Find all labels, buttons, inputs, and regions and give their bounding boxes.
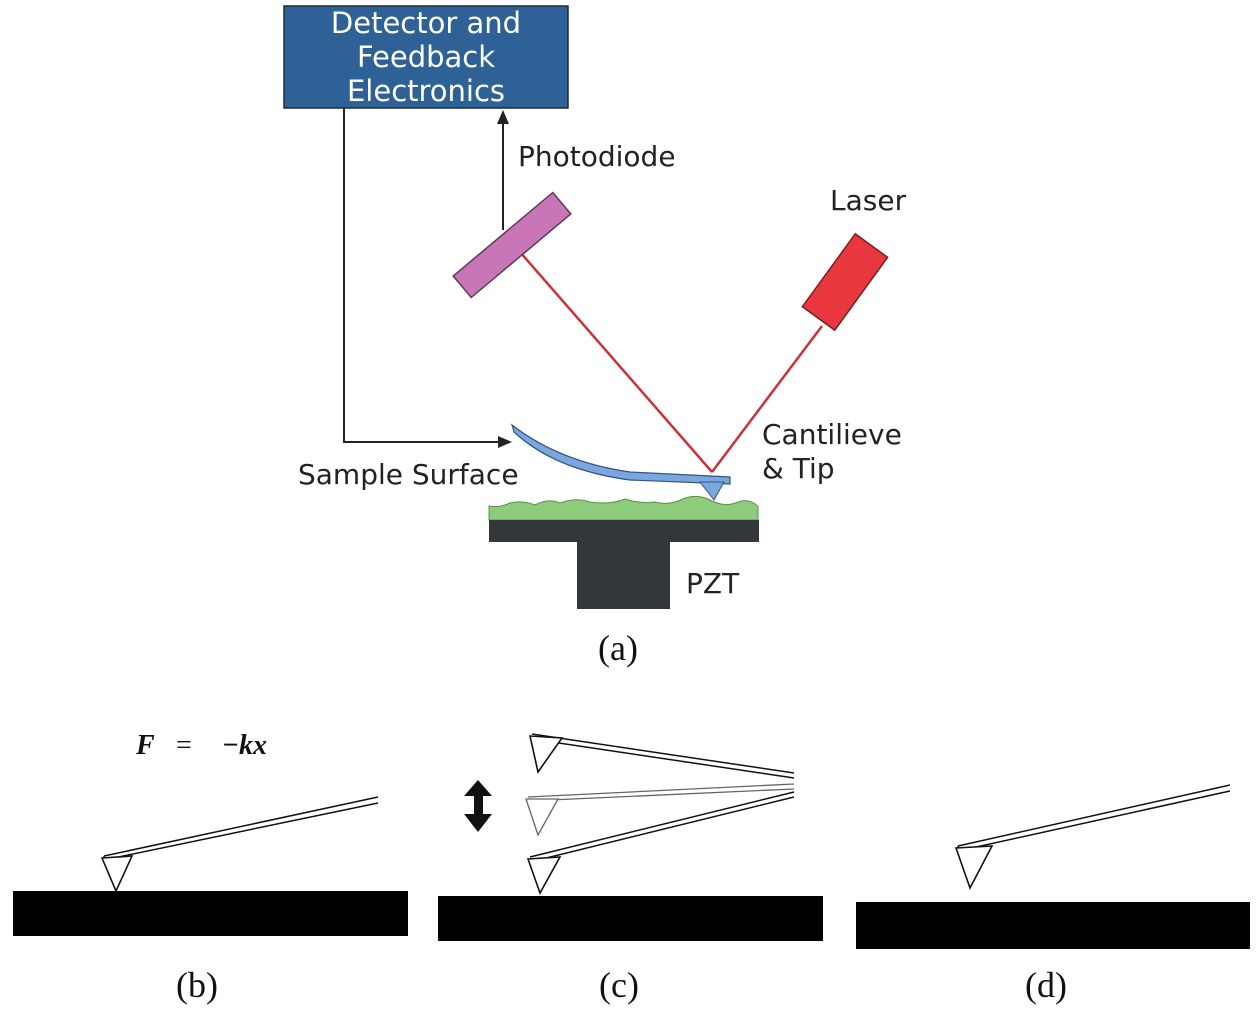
cantilever-c-middle (527, 783, 795, 802)
tip-c-top (528, 735, 564, 774)
laser (801, 232, 889, 332)
laser-label: Laser (830, 184, 907, 217)
panel-d: (d) (856, 784, 1250, 1005)
cantilever-c-bottom (529, 791, 795, 863)
cantilever-label-line2: & Tip (762, 452, 835, 485)
cantilever-label-line1: Cantilieve (762, 418, 902, 451)
equation-rhs: −kx (222, 730, 267, 761)
caption-d: (d) (1025, 965, 1067, 1005)
cantilever-d (957, 784, 1231, 852)
caption-a: (a) (598, 628, 638, 668)
stage-top (489, 520, 759, 542)
photodiode (452, 191, 572, 299)
pzt-label: PZT (686, 567, 740, 600)
cantilever-tip (698, 481, 725, 501)
equation-force: F (135, 730, 155, 761)
oscillation-arrow-icon (464, 780, 492, 832)
sample-d (856, 902, 1250, 949)
reflected-beam (519, 251, 713, 473)
panel-a: Detector and Feedback Electronics Photod… (283, 5, 907, 668)
tip-c-bottom (526, 856, 562, 895)
incident-beam (711, 325, 823, 473)
pzt-block (577, 542, 670, 609)
feedback-line (343, 108, 500, 443)
tip-c-middle (525, 798, 560, 837)
photodiode-label: Photodiode (518, 140, 676, 173)
tip-b (100, 855, 134, 893)
sample-surface-label: Sample Surface (298, 458, 519, 491)
cantilever (510, 423, 731, 485)
detector-feedback-box: Detector and Feedback Electronics (283, 5, 569, 109)
photodiode-signal-arrowhead (497, 110, 509, 124)
feedback-arrowhead (498, 436, 512, 448)
sample (488, 495, 759, 521)
panel-b: F = −kx (b) (13, 730, 408, 1005)
tip-d (954, 845, 994, 891)
detector-label-line3: Electronics (347, 74, 505, 108)
sample-c (438, 896, 823, 941)
caption-b: (b) (176, 965, 218, 1005)
cantilever-b (103, 796, 379, 861)
detector-label-line2: Feedback (357, 40, 495, 74)
detector-label-line1: Detector and (331, 6, 521, 40)
panel-c: (c) (438, 733, 823, 1005)
equation-equals: = (176, 730, 192, 761)
sample-b (13, 891, 408, 936)
caption-c: (c) (599, 965, 639, 1005)
cantilever-c-top (531, 733, 795, 779)
